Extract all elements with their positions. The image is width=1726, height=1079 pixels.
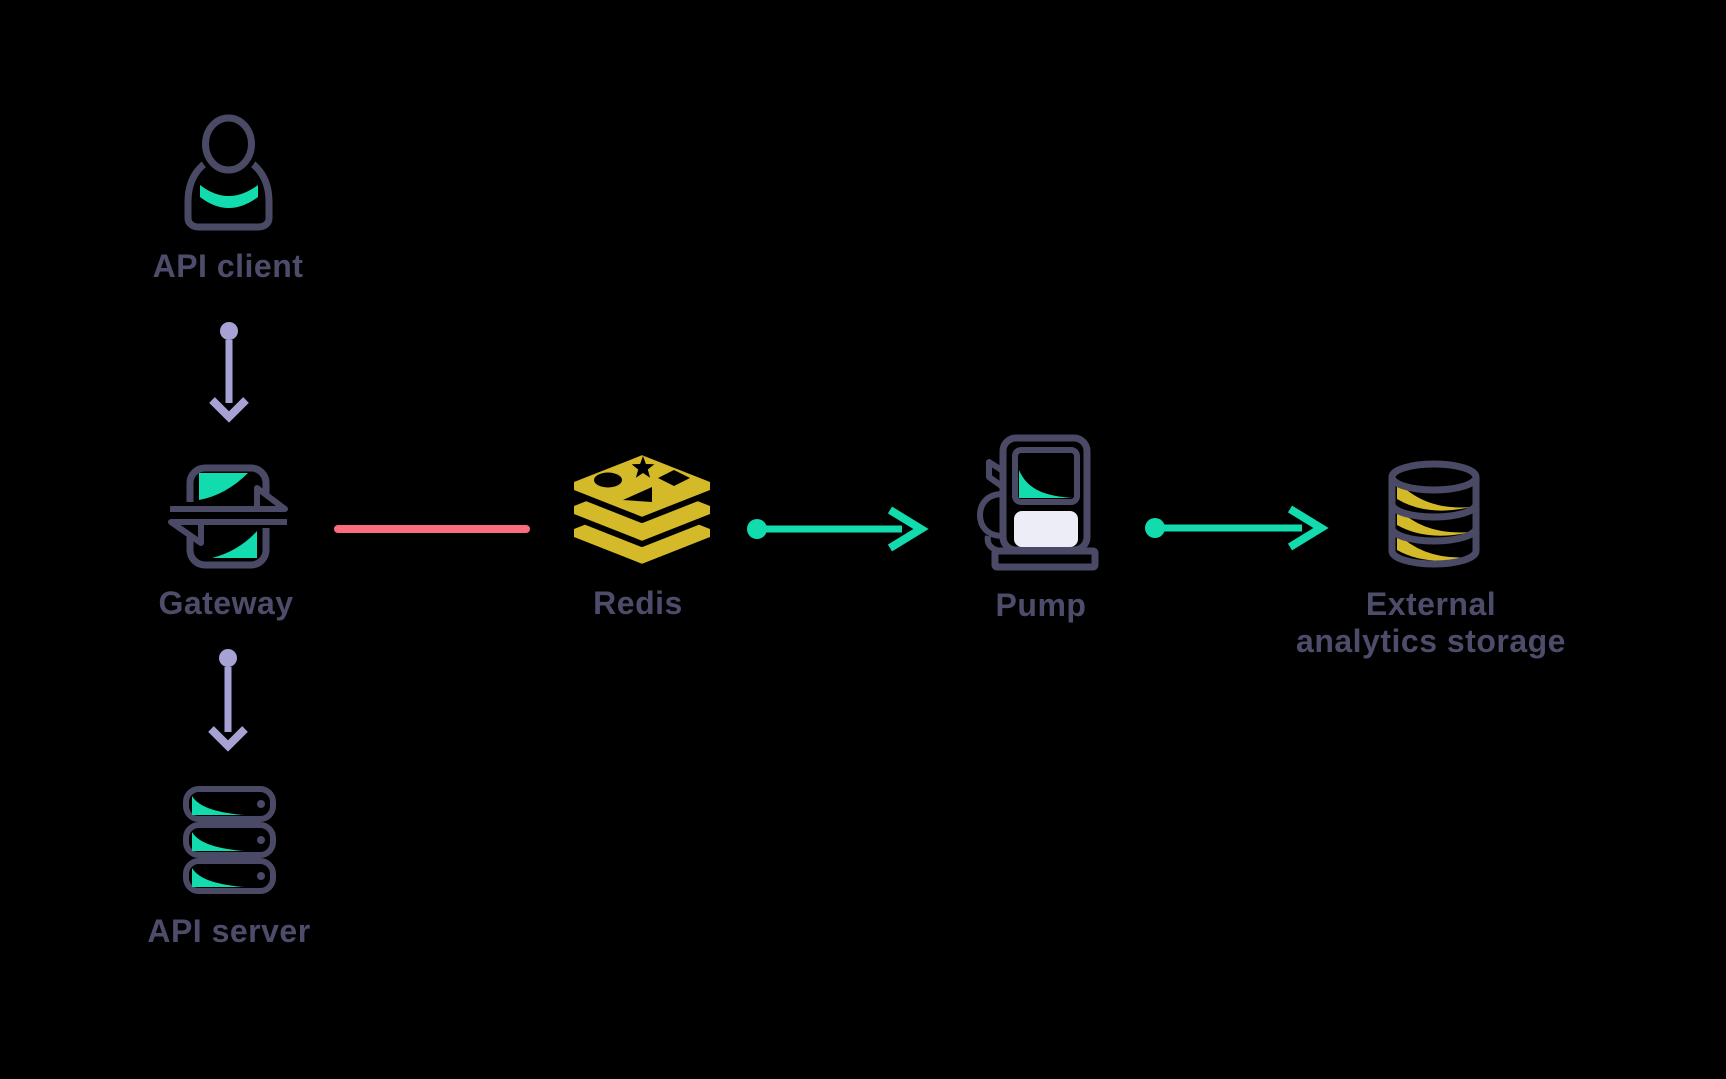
gateway-icon <box>163 464 296 569</box>
arrow-pump-to-storage <box>1145 505 1329 551</box>
server-icon <box>183 786 276 894</box>
label-api-client: API client <box>152 248 304 284</box>
user-icon <box>184 110 273 231</box>
redis-icon <box>568 449 716 570</box>
label-redis: Redis <box>593 585 683 621</box>
pump-icon <box>977 434 1099 571</box>
label-api-server: API server <box>147 913 311 949</box>
arrow-client-to-gateway <box>209 322 249 423</box>
label-pump: Pump <box>995 587 1087 623</box>
label-gateway: Gateway <box>158 585 294 621</box>
label-external-analytics-storage: External analytics storage <box>1296 586 1566 659</box>
database-icon <box>1388 460 1480 568</box>
arrow-gateway-to-api-server <box>208 649 248 752</box>
arrow-redis-to-pump <box>747 506 929 552</box>
